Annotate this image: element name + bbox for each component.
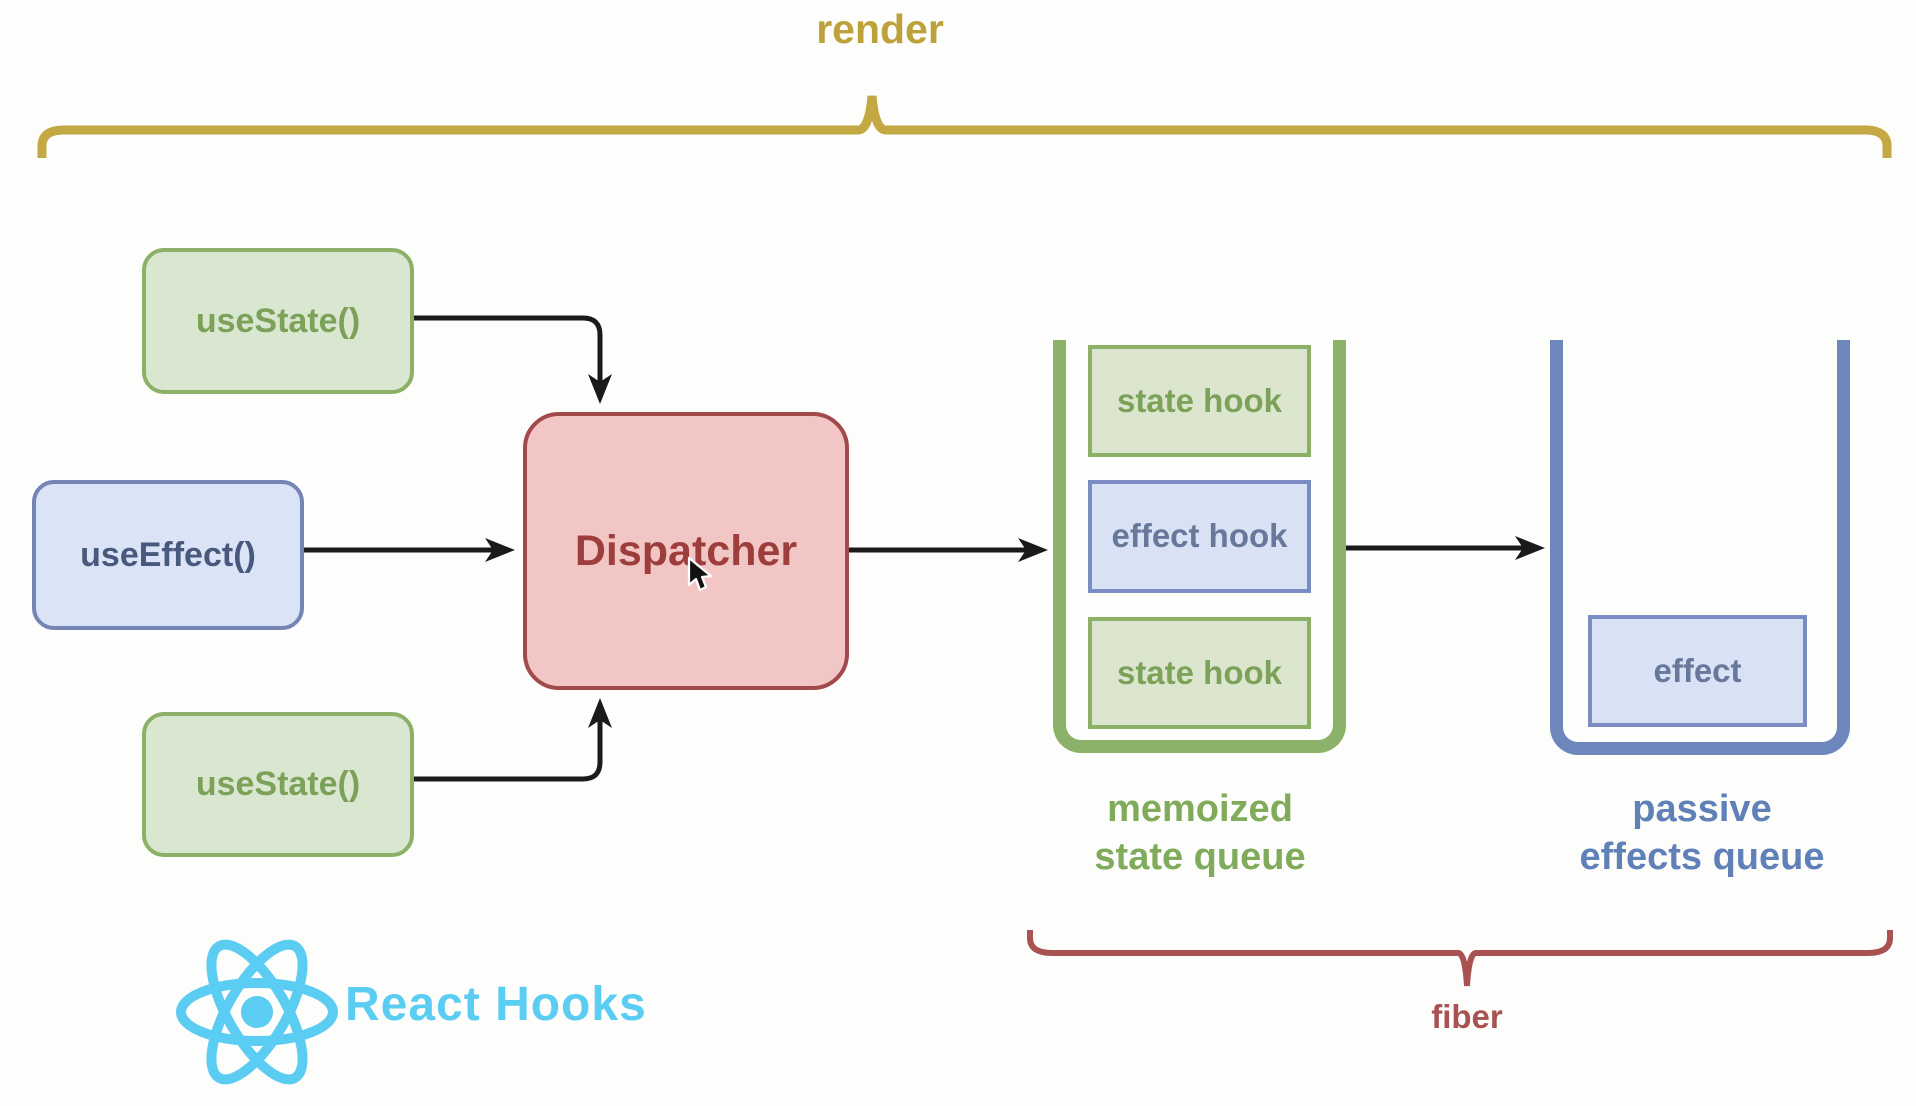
passive-queue-caption: passive effects queue bbox=[1512, 786, 1892, 882]
passive-queue-item-effect: effect bbox=[1588, 615, 1807, 727]
node-usestate-bottom: useState() bbox=[142, 712, 414, 857]
memoized-state-queue: state hook effect hook state hook bbox=[1053, 340, 1346, 753]
passive-caption-line1: passive bbox=[1632, 788, 1772, 830]
react-logo-icon bbox=[176, 939, 338, 1085]
mouse-cursor-icon bbox=[687, 556, 713, 592]
node-dispatcher: Dispatcher bbox=[523, 412, 849, 690]
state-hook-1-label: state hook bbox=[1116, 381, 1283, 419]
memoized-queue-item-state-hook-1: state hook bbox=[1088, 345, 1311, 457]
node-usestate-top-label: useState() bbox=[195, 301, 361, 340]
node-usestate-bottom-label: useState() bbox=[195, 765, 361, 803]
fiber-brace-path bbox=[1027, 930, 1893, 987]
memoized-caption-line2: state queue bbox=[1094, 835, 1306, 878]
state-hook-2-label: state hook bbox=[1116, 653, 1283, 691]
brand-text: React Hooks bbox=[345, 978, 647, 1031]
effect-item-label: effect bbox=[1653, 651, 1742, 689]
memoized-caption-line1: memoized bbox=[1107, 788, 1293, 830]
render-brace bbox=[37, 95, 1892, 158]
node-useeffect: useEffect() bbox=[32, 480, 304, 630]
render-brace-path bbox=[37, 95, 1892, 158]
memoized-queue-item-state-hook-2: state hook bbox=[1088, 617, 1311, 729]
node-usestate-top: useState() bbox=[142, 248, 414, 394]
fiber-brace bbox=[1027, 930, 1893, 987]
node-dispatcher-label: Dispatcher bbox=[574, 526, 798, 575]
render-label: render bbox=[816, 6, 944, 52]
memoized-queue-item-effect-hook: effect hook bbox=[1088, 480, 1311, 593]
effect-hook-label: effect hook bbox=[1111, 517, 1288, 555]
fiber-label: fiber bbox=[1431, 998, 1503, 1035]
arrow-usestate-bottom-to-dispatcher bbox=[414, 698, 612, 782]
memoized-queue-caption: memoized state queue bbox=[1030, 786, 1370, 882]
passive-effects-queue: effect bbox=[1550, 340, 1850, 755]
arrow-usestate-top-to-dispatcher bbox=[414, 315, 612, 404]
node-useeffect-label: useEffect() bbox=[80, 535, 256, 574]
passive-caption-line2: effects queue bbox=[1579, 835, 1825, 878]
